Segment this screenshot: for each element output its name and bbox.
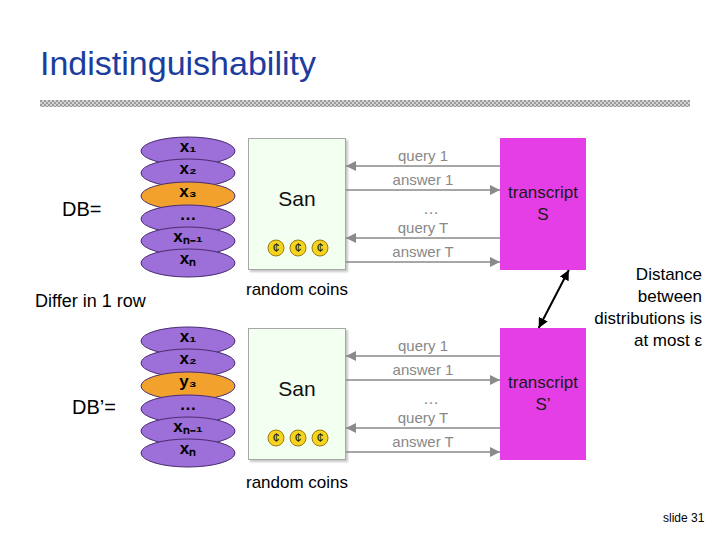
node-text: transcript [508, 372, 578, 394]
node-text: ¢ [316, 239, 323, 257]
disk-ellipse [141, 439, 235, 467]
node-text: ¢ [294, 239, 301, 257]
sanitizer-box: San ¢ ¢ ¢ [248, 138, 346, 270]
node-text: ¢ [272, 239, 279, 257]
disk-ellipse [141, 249, 235, 277]
random-coin: ¢ [289, 429, 307, 447]
coin-circle [290, 240, 306, 256]
title-underline-bar [40, 100, 690, 107]
transcript-box: transcriptS’ [500, 328, 586, 460]
sanitizer-box: San ¢ ¢ ¢ [248, 328, 346, 460]
text-label: … [423, 390, 439, 408]
node-text: x₂ [179, 349, 196, 369]
message-arrow [346, 451, 500, 453]
text-label: Differ in 1 row [35, 291, 146, 312]
text-label: slide 31 [663, 511, 704, 525]
random-coin: ¢ [267, 239, 285, 257]
node-text: xₙ₋₁ [173, 417, 203, 437]
node-text: ¢ [316, 429, 323, 447]
text-label: random coins [246, 280, 348, 300]
edge-label: query T [398, 219, 449, 236]
edge-label: Distance between distributions is at mos… [588, 264, 702, 352]
node-text: x₂ [179, 159, 196, 179]
edge-label: answer 1 [393, 361, 454, 378]
text-label: … [423, 200, 439, 218]
node-text: xₙ₋₁ [173, 227, 203, 247]
message-arrow [346, 261, 500, 263]
node-text: y₃ [179, 372, 196, 392]
node-text: transcript [508, 182, 578, 204]
transcript-box: transcriptS [500, 138, 586, 270]
coin-circle [268, 240, 284, 256]
random-coin: ¢ [311, 239, 329, 257]
node-text: … [180, 205, 197, 225]
coin-circle [312, 430, 328, 446]
edge-label: answer T [392, 243, 453, 260]
edge-label: query 1 [398, 337, 448, 354]
random-coin: ¢ [289, 239, 307, 257]
node-text: xₙ [180, 439, 196, 459]
database-row: xₙ [140, 248, 236, 278]
coin-circle [268, 430, 284, 446]
database-row: xₙ [140, 438, 236, 468]
text-label: DB’= [72, 396, 116, 419]
message-arrow [346, 189, 500, 191]
node-text: … [180, 395, 197, 415]
edge-label: query T [398, 409, 449, 426]
text-label: random coins [246, 473, 348, 493]
edge-label: answer 1 [393, 171, 454, 188]
message-arrow [346, 427, 500, 429]
node-text: San [278, 187, 315, 211]
message-arrow [346, 379, 500, 381]
coin-circle [312, 240, 328, 256]
random-coin: ¢ [311, 429, 329, 447]
node-text: xₙ [180, 249, 196, 269]
random-coin: ¢ [267, 429, 285, 447]
node-text: S’ [535, 394, 550, 416]
edge-label: query 1 [398, 147, 448, 164]
node-text: x₃ [179, 182, 196, 202]
slide-title: Indistinguishability [40, 44, 316, 83]
node-text: x₁ [180, 137, 197, 157]
text-label: DB= [62, 198, 101, 221]
message-arrow [346, 165, 500, 167]
node-text: ¢ [294, 429, 301, 447]
coin-circle [290, 430, 306, 446]
distance-arrow [539, 270, 569, 328]
message-arrow [346, 237, 500, 239]
node-text: San [278, 377, 315, 401]
message-arrow [346, 355, 500, 357]
node-text: ¢ [272, 429, 279, 447]
node-text: S [537, 204, 548, 226]
edge-label: answer T [392, 433, 453, 450]
node-text: x₁ [180, 327, 197, 347]
